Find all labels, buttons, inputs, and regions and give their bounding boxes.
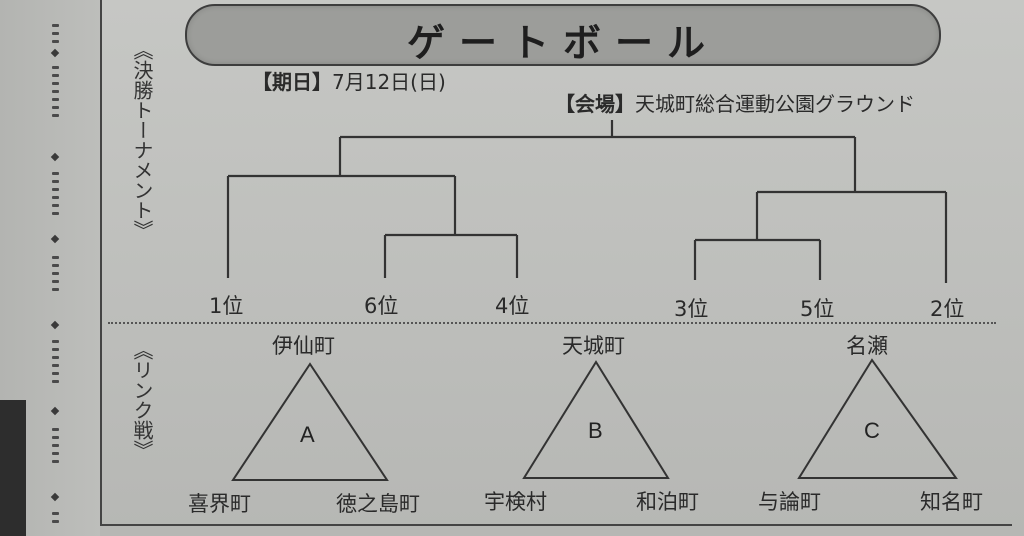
tournament-section-label: 《決勝トーナメント》: [130, 40, 154, 240]
margin-diamond: [50, 48, 60, 58]
margin-mark: [52, 114, 59, 117]
left-margin-strip: [0, 0, 100, 536]
margin-mark: [52, 172, 59, 175]
group-a-left-team: 喜界町: [188, 492, 251, 516]
margin-mark: [52, 106, 59, 109]
page-title: ゲートボール: [406, 21, 719, 65]
venue-info: 【会場】天城町総合運動公園グラウンド: [555, 88, 915, 117]
margin-mark: [52, 180, 59, 183]
group-c-right-team: 知名町: [920, 490, 983, 514]
margin-mark: [52, 356, 59, 359]
margin-mark: [52, 452, 59, 455]
margin-mark: [52, 82, 59, 85]
margin-mark: [52, 264, 59, 267]
article-frame: [100, 0, 1012, 526]
margin-mark: [52, 460, 59, 463]
margin-mark: [52, 436, 59, 439]
margin-mark: [52, 98, 59, 101]
rank-label: 5位: [800, 297, 835, 321]
venue-value: 天城町総合運動公園グラウンド: [635, 92, 915, 116]
date-value: 7月12日(日): [332, 70, 446, 94]
title-banner: ゲートボール: [185, 4, 941, 66]
margin-mark: [52, 348, 59, 351]
margin-mark: [52, 90, 59, 93]
rank-label: 3位: [674, 297, 709, 321]
margin-mark: [52, 272, 59, 275]
margin-mark: [52, 280, 59, 283]
margin-mark: [52, 520, 59, 523]
group-b-left-team: 宇検村: [484, 490, 547, 514]
league-section-label: 《リンク戦》: [130, 340, 154, 460]
rank-label: 1位: [209, 294, 244, 318]
margin-mark: [52, 66, 59, 69]
margin-diamond: [50, 234, 60, 244]
group-b-right-team: 和泊町: [636, 490, 699, 514]
group-c-letter: C: [864, 418, 880, 443]
date-label: 【期日】: [252, 70, 332, 94]
margin-mark: [52, 364, 59, 367]
group-a-letter: A: [300, 422, 315, 447]
margin-mark: [52, 204, 59, 207]
margin-mark: [52, 340, 59, 343]
margin-mark: [52, 288, 59, 291]
margin-mark: [52, 444, 59, 447]
margin-mark: [52, 40, 59, 43]
rank-label: 4位: [495, 294, 530, 318]
margin-mark: [52, 188, 59, 191]
rank-label: 2位: [930, 297, 965, 321]
margin-diamond: [50, 406, 60, 416]
margin-mark: [52, 380, 59, 383]
margin-mark: [52, 32, 59, 35]
margin-mark: [52, 512, 59, 515]
margin-mark: [52, 372, 59, 375]
margin-mark: [52, 256, 59, 259]
rank-label: 6位: [364, 294, 399, 318]
group-a-right-team: 徳之島町: [336, 492, 420, 516]
margin-mark: [52, 428, 59, 431]
margin-diamond: [50, 320, 60, 330]
group-a-top-team: 伊仙町: [272, 334, 335, 358]
margin-mark: [52, 212, 59, 215]
venue-label: 【会場】: [555, 92, 635, 116]
margin-mark: [52, 24, 59, 27]
margin-mark: [52, 74, 59, 77]
group-b-letter: B: [588, 418, 603, 443]
margin-mark: [52, 196, 59, 199]
date-info: 【期日】7月12日(日): [252, 66, 446, 95]
group-c-left-team: 与論町: [758, 490, 821, 514]
section-divider: [108, 322, 996, 324]
photo-edge: [0, 400, 26, 536]
margin-diamond: [50, 492, 60, 502]
margin-diamond: [50, 152, 60, 162]
group-b-top-team: 天城町: [562, 334, 625, 358]
group-c-top-team: 名瀬: [846, 334, 888, 358]
